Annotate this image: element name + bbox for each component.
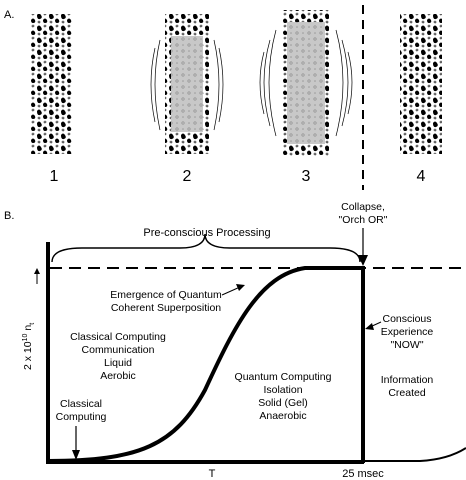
emergence-arrow: [221, 286, 241, 296]
y-axis-label: 2 x 1010 nt: [22, 323, 36, 370]
microtubule-number-1: 1: [50, 168, 59, 185]
preconscious-label: Pre-conscious Processing: [143, 227, 270, 239]
information-label: Information: [381, 374, 434, 386]
y-label-arrowhead: [34, 268, 40, 274]
y-label-n: n: [22, 325, 34, 331]
y-label-exponent: 10: [22, 333, 29, 341]
x-label-t: T: [209, 468, 216, 480]
microtubule-3: [259, 10, 353, 156]
aerobic-label: Aerobic: [100, 370, 136, 382]
communication-label: Communication: [82, 344, 155, 356]
classical-computing-label: Classical Computing: [70, 331, 166, 343]
now-label: "NOW": [390, 339, 423, 351]
experience-label: Experience: [381, 326, 434, 338]
collapse-label-line1: Collapse,: [341, 201, 385, 213]
y-label-base: 2 x 10: [22, 341, 34, 370]
microtubule-number-3: 3: [302, 168, 311, 185]
created-label: Created: [388, 387, 426, 399]
microtubule-number-4: 4: [417, 168, 426, 185]
quantum-computing-label: Quantum Computing: [235, 371, 332, 383]
classical-label: Classical: [60, 398, 102, 410]
collapse-label-line2: "Orch OR": [339, 214, 388, 226]
panel-b-label: B.: [4, 210, 14, 222]
liquid-label: Liquid: [104, 357, 132, 369]
solid-gel-label: Solid (Gel): [258, 397, 308, 409]
x-label-25msec: 25 msec: [342, 468, 384, 480]
microtubule-number-2: 2: [183, 168, 192, 185]
isolation-label: Isolation: [263, 384, 302, 396]
microtubule-4: [400, 14, 442, 154]
coherence-curve: [47, 266, 363, 463]
microtubule-1: [30, 14, 72, 154]
emergence-arrowhead: [236, 284, 245, 291]
y-label-t: t: [29, 323, 36, 325]
svg-text:2 x 1010nt: 2 x 1010 nt: [22, 323, 36, 370]
conscious-label: Conscious: [382, 313, 431, 325]
computing-label: Computing: [56, 411, 107, 423]
classical-arrowhead: [72, 450, 80, 460]
collapse-arrowhead: [358, 255, 368, 266]
anaerobic-label: Anaerobic: [259, 410, 306, 422]
post-collapse-curve: [364, 447, 466, 462]
conscious-arrowhead: [365, 323, 374, 330]
panel-a-label: A.: [4, 9, 14, 21]
preconscious-brace: [51, 233, 361, 263]
emergence-label-line2: Coherent Superposition: [111, 302, 221, 314]
emergence-label-line1: Emergence of Quantum: [110, 289, 222, 301]
microtubule-2: [150, 14, 224, 154]
